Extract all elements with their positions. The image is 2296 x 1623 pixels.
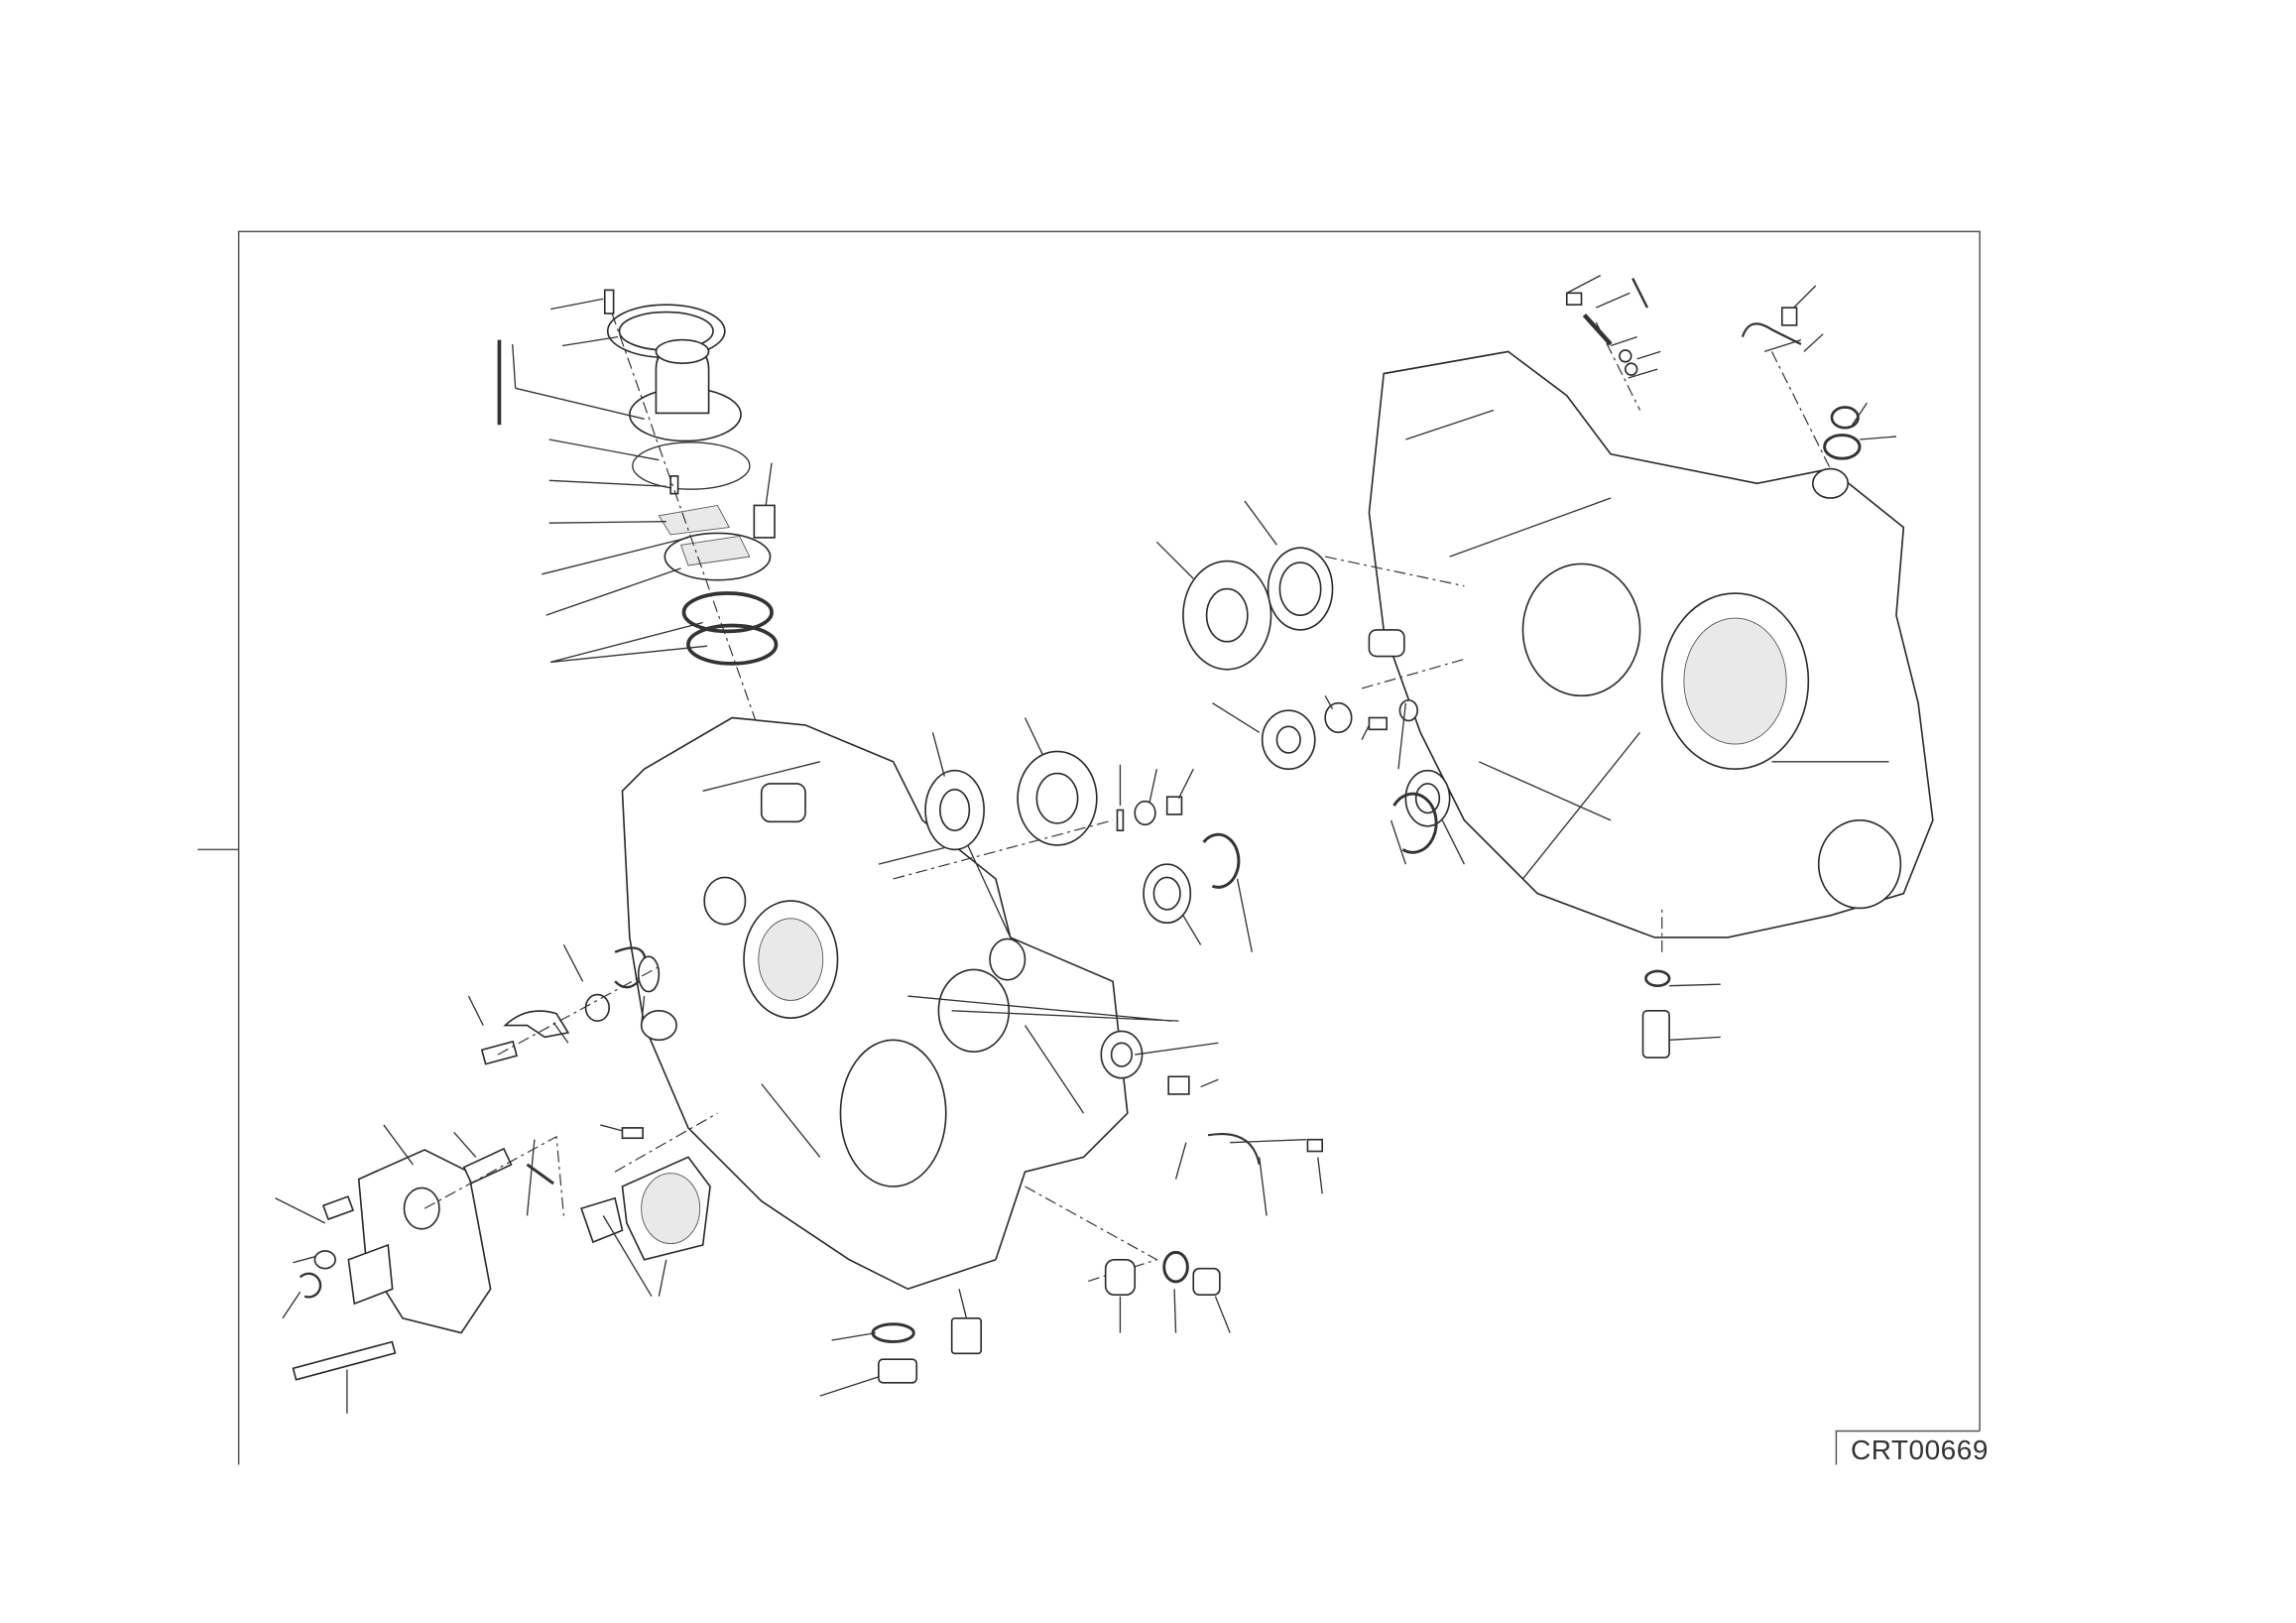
drain-plugs — [819, 1133, 1324, 1397]
bearings-and-seals — [893, 717, 1253, 1283]
water-pump-cover — [275, 1124, 565, 1414]
left-small-parts — [467, 944, 718, 1298]
water-outlet-assembly — [497, 289, 791, 821]
left-crankcase-half — [621, 716, 1129, 1291]
right-crankcase-half — [1368, 350, 1934, 938]
diagram-code-label: CRT00669 — [1851, 1435, 1989, 1465]
right-top-small-parts — [1565, 275, 1896, 469]
right-bearings-and-parts — [1155, 500, 1721, 1059]
drawing-frame — [197, 230, 1981, 1465]
